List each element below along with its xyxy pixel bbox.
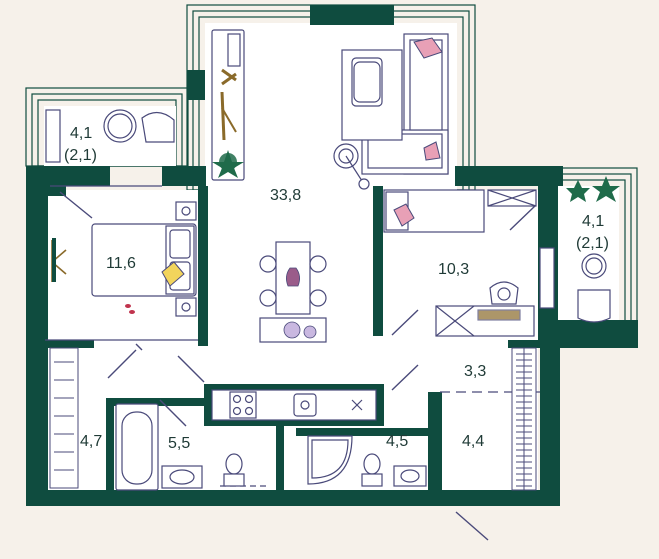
room-label-bathroom-1: 5,5 xyxy=(168,435,190,452)
room-label-balcony-left-sub: (2,1) xyxy=(64,147,97,164)
bathtub xyxy=(115,403,159,491)
tv-shelf xyxy=(211,29,245,181)
toilet-2 xyxy=(361,453,383,487)
closet-rail xyxy=(511,347,537,491)
room-label-living: 33,8 xyxy=(270,187,301,204)
shower xyxy=(307,435,353,485)
room-label-hall: 3,3 xyxy=(464,363,486,380)
room-label-bedroom: 11,6 xyxy=(106,255,136,272)
room-label-storage: 4,4 xyxy=(462,433,484,450)
room-label-bedroom-2: 10,3 xyxy=(438,261,469,278)
toilet-1 xyxy=(223,453,245,487)
slippers-icon xyxy=(125,304,135,314)
floor-lamp xyxy=(333,143,370,190)
kitchen-counter xyxy=(211,389,377,421)
closet-hangers xyxy=(516,353,532,487)
plant-icon-balcony-1 xyxy=(566,180,590,202)
sink-1 xyxy=(161,465,203,489)
plant-icon-balcony-2 xyxy=(592,176,620,202)
room-label-wardrobe: 4,7 xyxy=(80,433,102,450)
balcony-left-furniture xyxy=(45,109,175,163)
window-bedroom xyxy=(52,238,56,282)
fruit-bowl-icon xyxy=(283,321,317,339)
room-label-bathroom-2: 4,5 xyxy=(386,433,408,450)
plant-icon xyxy=(212,150,244,178)
desk xyxy=(435,281,535,337)
balcony-right-furniture xyxy=(539,247,611,323)
blanket-icon xyxy=(161,261,185,287)
room-label-balcony-left: 4,1 xyxy=(70,125,92,142)
room-label-balcony-right-sub: (2,1) xyxy=(576,235,609,252)
door-lines xyxy=(59,191,537,541)
wardrobe xyxy=(49,347,79,489)
room-label-balcony-right: 4,1 xyxy=(582,213,604,230)
sink-2 xyxy=(393,465,427,487)
cushion-icon xyxy=(413,37,443,161)
pillow-icon xyxy=(393,203,415,227)
vase-icon xyxy=(286,267,300,287)
